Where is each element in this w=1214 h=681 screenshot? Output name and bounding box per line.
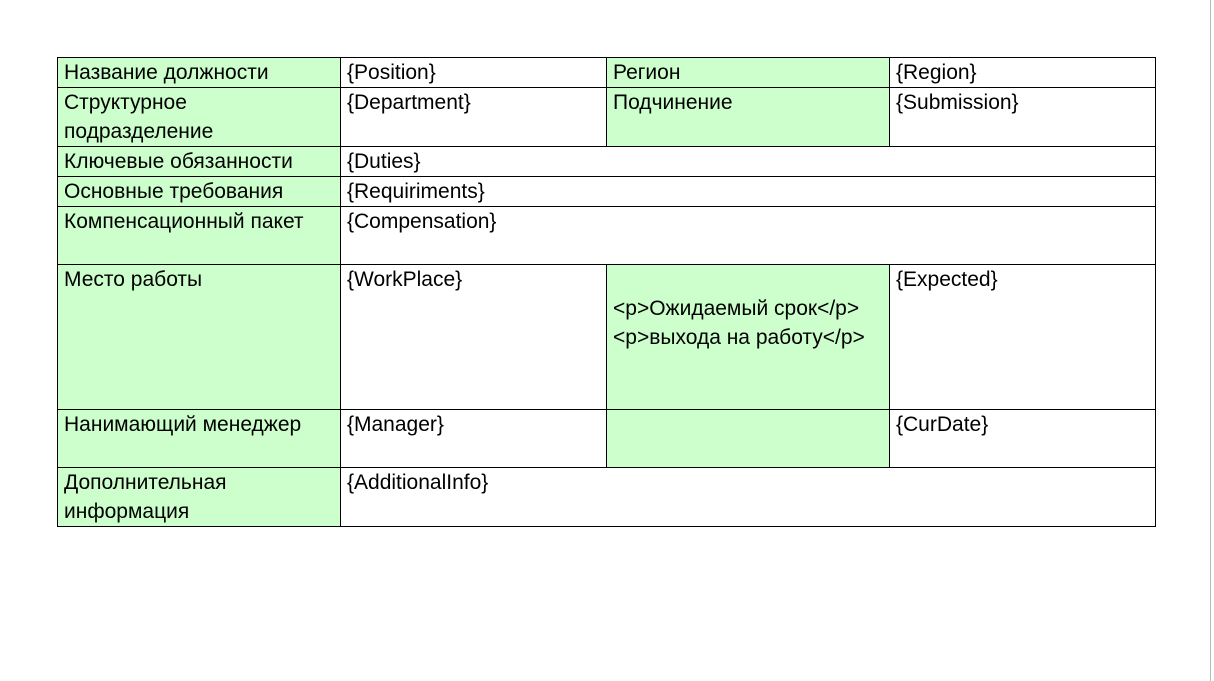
table-row: Нанимающий менеджер {Manager} {CurDate}: [57, 409, 1156, 468]
additional-value-cell[interactable]: {AdditionalInfo}: [340, 467, 1156, 527]
region-label: Регион: [613, 61, 681, 84]
compensation-value: {Compensation}: [347, 210, 497, 233]
department-value: {Department}: [347, 91, 471, 114]
department-label: Структурное подразделение: [64, 91, 214, 143]
expected-value: {Expected}: [896, 268, 998, 291]
region-value-cell[interactable]: {Region}: [889, 57, 1156, 88]
submission-label-cell: Подчинение: [606, 87, 890, 147]
expected-value-cell[interactable]: {Expected}: [889, 264, 1156, 410]
compensation-label: Компенсационный пакет: [64, 210, 304, 233]
table-row: Место работы {WorkPlace} <p>Ожидаемый ср…: [57, 264, 1156, 410]
region-value: {Region}: [896, 61, 977, 84]
duties-label: Ключевые обязанности: [64, 150, 293, 173]
submission-value-cell[interactable]: {Submission}: [889, 87, 1156, 147]
submission-label: Подчинение: [613, 91, 733, 114]
region-label-cell: Регион: [606, 57, 890, 88]
manager-value: {Manager}: [347, 413, 444, 436]
workplace-label-cell: Место работы: [57, 264, 341, 410]
requirements-value-cell[interactable]: {Requiriments}: [340, 176, 1156, 207]
position-label: Название должности: [64, 61, 269, 84]
table-row: Название должности {Position} Регион {Re…: [57, 57, 1156, 88]
position-value-cell[interactable]: {Position}: [340, 57, 607, 88]
blank-line: [613, 266, 883, 295]
department-value-cell[interactable]: {Department}: [340, 87, 607, 147]
manager-label-cell: Нанимающий менеджер: [57, 409, 341, 468]
curdate-value: {CurDate}: [896, 413, 989, 436]
compensation-value-cell[interactable]: {Compensation}: [340, 206, 1156, 265]
table-row: Компенсационный пакет {Compensation}: [57, 206, 1156, 265]
workplace-label: Место работы: [64, 268, 203, 291]
position-label-cell: Название должности: [57, 57, 341, 88]
requirements-label: Основные требования: [64, 180, 284, 203]
additional-label-cell: Дополнительная информация: [57, 467, 341, 527]
compensation-label-cell: Компенсационный пакет: [57, 206, 341, 265]
empty-label-cell: [606, 409, 890, 468]
requirements-value: {Requiriments}: [347, 180, 485, 203]
table-row: Структурное подразделение {Department} П…: [57, 87, 1156, 147]
duties-value: {Duties}: [347, 150, 421, 173]
duties-value-cell[interactable]: {Duties}: [340, 146, 1156, 177]
additional-value: {AdditionalInfo}: [347, 471, 489, 494]
submission-value: {Submission}: [896, 91, 1019, 114]
workplace-value: {WorkPlace}: [347, 268, 463, 291]
manager-label: Нанимающий менеджер: [64, 413, 302, 436]
curdate-value-cell[interactable]: {CurDate}: [889, 409, 1156, 468]
table-row: Основные требования {Requiriments}: [57, 176, 1156, 207]
manager-value-cell[interactable]: {Manager}: [340, 409, 607, 468]
workplace-value-cell[interactable]: {WorkPlace}: [340, 264, 607, 410]
expected-label-line-1: <p>Ожидаемый срок</p>: [613, 297, 860, 320]
department-label-cell: Структурное подразделение: [57, 87, 341, 147]
table-row: Дополнительная информация {AdditionalInf…: [57, 467, 1156, 527]
expected-label-line-2: <p>выхода на работу</p>: [613, 326, 865, 349]
vacancy-form-table: Название должности {Position} Регион {Re…: [57, 57, 1156, 527]
position-value: {Position}: [347, 61, 436, 84]
requirements-label-cell: Основные требования: [57, 176, 341, 207]
table-row: Ключевые обязанности {Duties}: [57, 146, 1156, 177]
duties-label-cell: Ключевые обязанности: [57, 146, 341, 177]
expected-label-cell: <p>Ожидаемый срок</p> <p>выхода на работ…: [606, 264, 890, 410]
page-edge-line: [1210, 0, 1211, 681]
additional-label: Дополнительная информация: [64, 471, 227, 523]
